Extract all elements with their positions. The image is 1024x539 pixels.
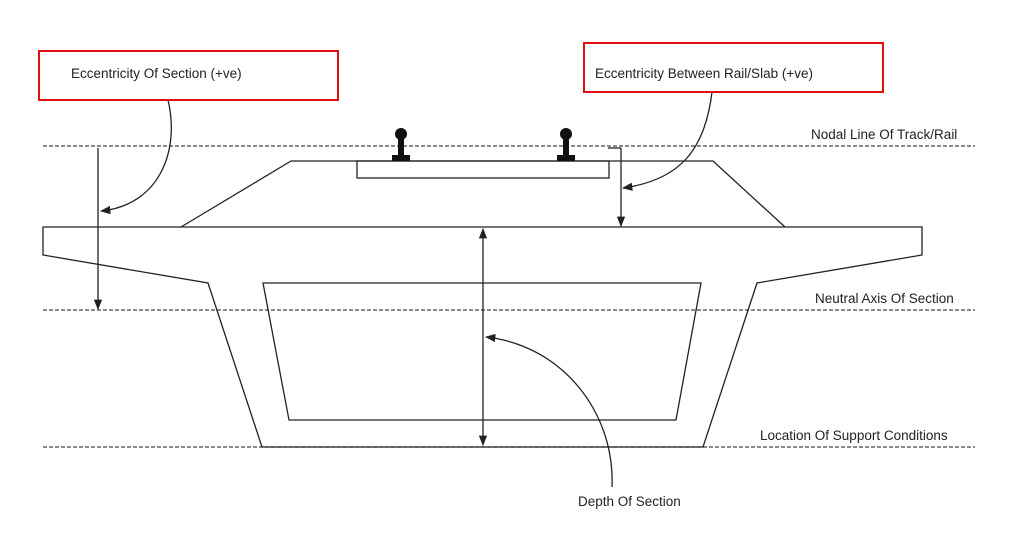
eccentricity-rail-slab-label: Eccentricity Between Rail/Slab (+ve) <box>595 66 813 81</box>
rail-right-icon <box>557 128 575 161</box>
eccentricity-rail-slab-box <box>583 42 884 93</box>
girder-void <box>262 282 702 421</box>
nodal-line-label: Nodal Line Of Track/Rail <box>811 127 958 142</box>
eccentricity-section-label: Eccentricity Of Section (+ve) <box>71 66 242 81</box>
rails <box>392 128 575 161</box>
leader-depth <box>484 333 613 488</box>
eccentricity-section-box <box>38 50 339 101</box>
support-location-label: Location Of Support Conditions <box>760 428 948 443</box>
neutral-axis-label: Neutral Axis Of Section <box>815 291 954 306</box>
ballast-outline <box>180 160 786 228</box>
track-slab <box>356 160 610 179</box>
depth-label: Depth Of Section <box>578 494 681 509</box>
leader-eccentricity-rail-slab <box>621 91 713 191</box>
rail-left-icon <box>392 128 410 161</box>
leader-eccentricity-section <box>99 99 172 215</box>
